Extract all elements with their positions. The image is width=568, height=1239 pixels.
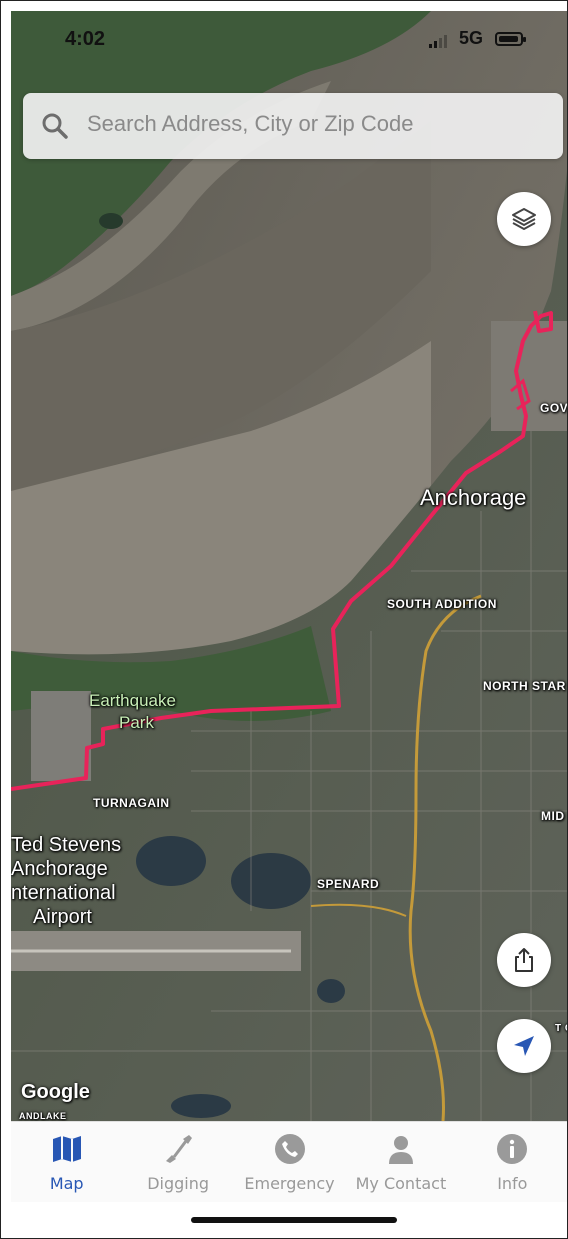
tab-map[interactable]: Map: [11, 1122, 122, 1202]
map-icon: [50, 1132, 84, 1166]
tab-label: Emergency: [244, 1174, 335, 1193]
map-label-park: Park: [119, 713, 154, 732]
water-south: [11, 341, 431, 676]
share-button[interactable]: [497, 933, 551, 987]
person-icon: [384, 1132, 418, 1166]
tab-bar: Map Digging Emergency: [11, 1121, 567, 1202]
trail-route-branch: [510, 378, 531, 411]
layers-icon: [512, 208, 536, 230]
tab-label: My Contact: [355, 1174, 447, 1193]
airport-line-3: nternational: [11, 882, 116, 904]
tab-digging[interactable]: Digging: [122, 1122, 233, 1202]
small-pond: [99, 213, 123, 229]
lake-spenard: [231, 853, 311, 909]
info-icon: [495, 1132, 529, 1166]
tab-info[interactable]: Info: [457, 1122, 567, 1202]
map-label-partial-bottom: ANDLAKE: [19, 1111, 67, 1121]
map-label-north-star: NORTH STAR: [483, 679, 566, 693]
search-input[interactable]: [87, 111, 527, 137]
small-lake: [317, 979, 345, 1003]
my-location-button[interactable]: [497, 1019, 551, 1073]
tab-my-contact[interactable]: My Contact: [345, 1122, 456, 1202]
port-area: [491, 321, 567, 431]
lake-hood: [136, 836, 206, 886]
map-imagery: [11, 11, 567, 1121]
water-band: [11, 121, 431, 491]
status-time: 4:02: [65, 28, 106, 50]
share-icon: [515, 948, 533, 972]
street-grid: [11, 411, 567, 1121]
industrial-area: [31, 691, 91, 781]
small-lake-south: [171, 1094, 231, 1118]
tab-label: Map: [49, 1174, 84, 1193]
trail-route: [11, 310, 553, 791]
northwest-forest: [11, 11, 431, 296]
map-label-gov: GOV: [540, 401, 568, 415]
phone-icon: [273, 1132, 307, 1166]
satellite-map[interactable]: Anchorage SOUTH ADDITION NORTH STAR GOV …: [11, 11, 568, 1121]
map-label-turnagain: TURNAGAIN: [93, 796, 170, 810]
battery-icon: [495, 32, 526, 46]
map-label-mid: MID: [541, 809, 565, 823]
map-label-earthquake: Earthquake: [89, 691, 176, 710]
layers-button[interactable]: [497, 192, 551, 246]
map-label-anchorage: Anchorage: [420, 485, 527, 510]
map-label-south: SOUTH ADDITION: [387, 597, 497, 611]
airport-line-1: Ted Stevens: [11, 834, 122, 856]
search-icon: [42, 113, 68, 139]
tab-label: Digging: [147, 1174, 210, 1193]
tab-emergency[interactable]: Emergency: [234, 1122, 345, 1202]
tab-label: Info: [497, 1174, 528, 1193]
map-label-partial-right: T CA: [555, 1023, 567, 1034]
airport-line-4: Airport: [33, 906, 92, 928]
map-label-spenard: SPENARD: [317, 877, 380, 891]
status-bar: 4:02 5G: [1, 1, 567, 61]
home-indicator: [191, 1217, 397, 1223]
highway: [408, 594, 482, 1121]
location-arrow-icon: [514, 1036, 534, 1056]
highway-connector: [310, 903, 407, 917]
signal-icon: [429, 34, 453, 48]
shovel-icon: [161, 1132, 195, 1166]
google-attribution: Google: [21, 1081, 90, 1103]
search-bar[interactable]: [23, 93, 563, 159]
status-network: 5G: [459, 28, 484, 48]
airport-line-2: Anchorage: [11, 858, 108, 880]
map-label-airport: Ted Stevens Anchorage nternational Airpo…: [11, 833, 131, 929]
